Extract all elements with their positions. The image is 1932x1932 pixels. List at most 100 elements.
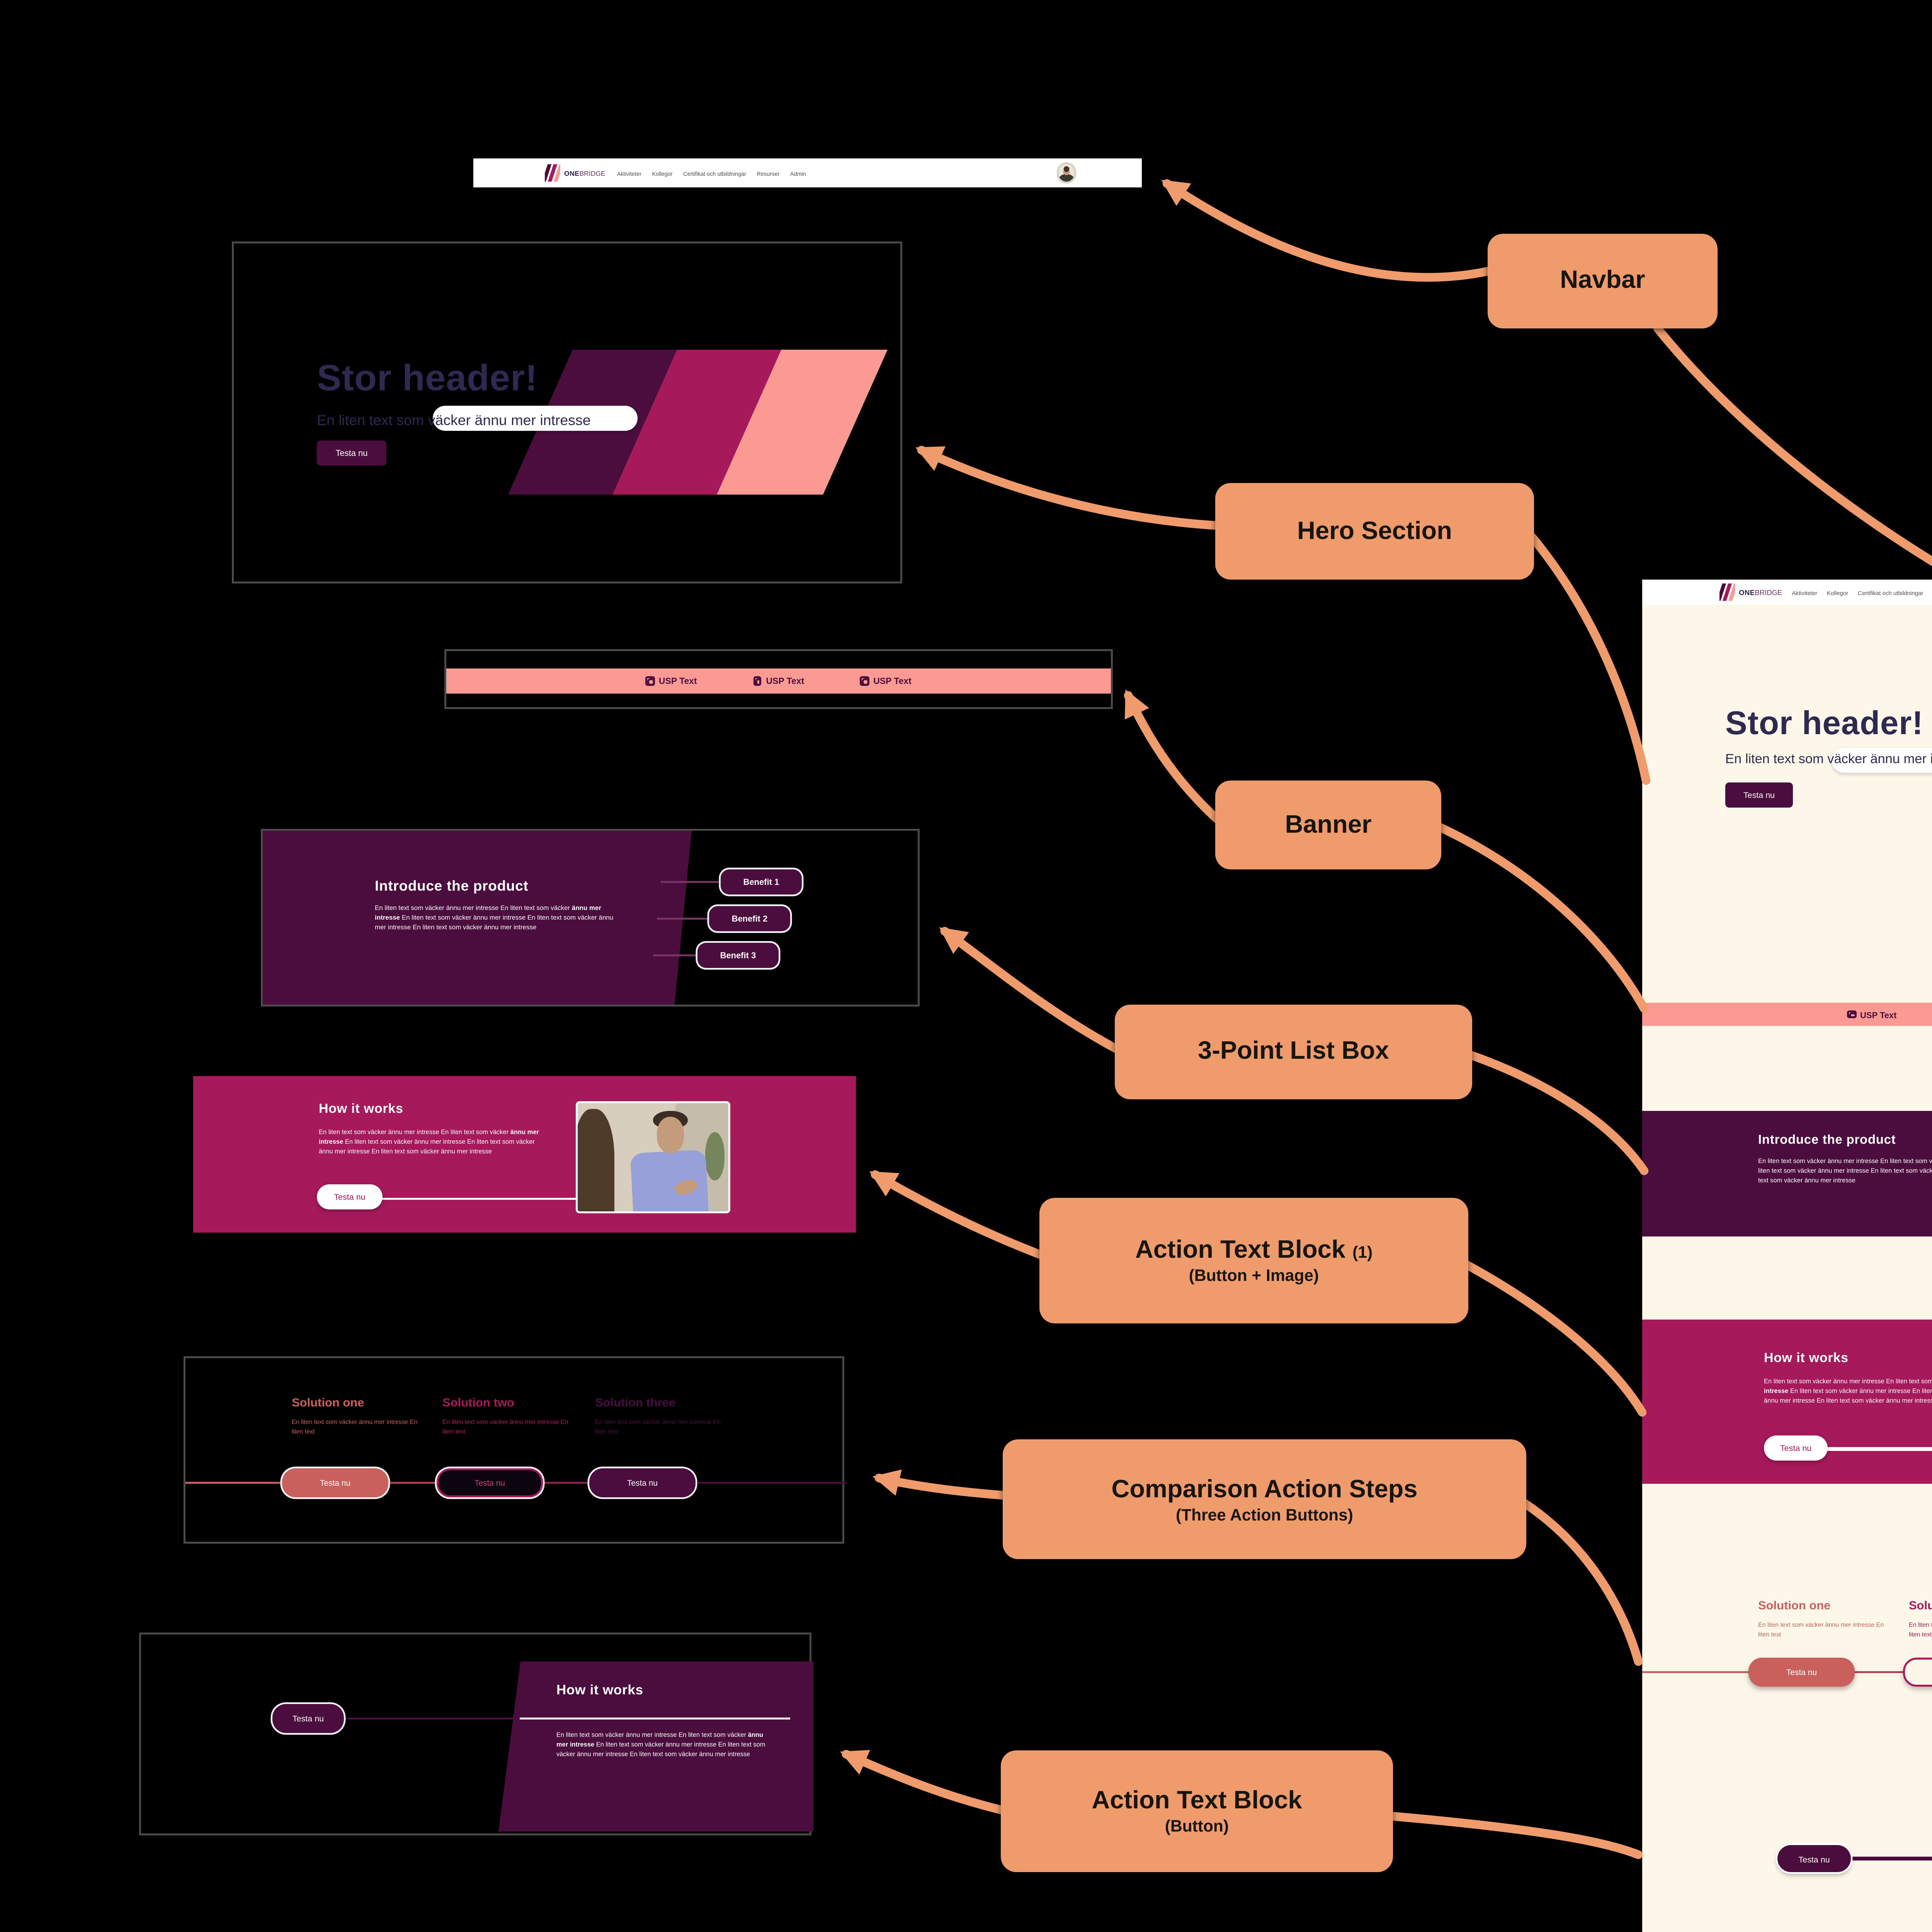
- atb1-cta-button[interactable]: Testa nu: [317, 1184, 383, 1209]
- comparison-preview: Solution one Solution two Solution three…: [184, 1356, 846, 1544]
- page-usp-banner: USP Text USP Text USP Text: [1642, 1003, 1932, 1026]
- usp-item: USP Text: [753, 676, 804, 686]
- solution-two-cta[interactable]: Testa nu: [1903, 1658, 1932, 1687]
- intro-heading: Introduce the product: [1758, 1134, 1896, 1148]
- arrow-comparison-to-preview: [872, 1469, 1009, 1500]
- intro-panel: [1642, 1111, 1932, 1236]
- intro-heading: Introduce the product: [375, 877, 529, 895]
- brand-logo[interactable]: ONEBRIDGE: [1719, 583, 1782, 601]
- callout-list-box: 3-Point List Box: [1115, 1005, 1472, 1099]
- brand-bridge: BRIDGE: [579, 169, 605, 177]
- usp-item: USP Text: [860, 676, 912, 686]
- line-banner-to-page: [1435, 822, 1649, 1013]
- logo-icon: [1719, 583, 1735, 601]
- nav-link-certifikat[interactable]: Certifikat och utbildningar: [1858, 588, 1923, 596]
- nav-link-kollegor[interactable]: Kollegor: [652, 169, 673, 177]
- callout-navbar-label: Navbar: [1560, 265, 1645, 294]
- solution-two-body: En liten text som väcker ännu mer intres…: [1909, 1621, 1932, 1638]
- connector-line: [1642, 1670, 1748, 1674]
- page-hero: Stor header! En liten text som väcker än…: [1642, 605, 1932, 866]
- nav-link-admin[interactable]: Admin: [790, 169, 806, 177]
- hiw-panel: [498, 1662, 813, 1832]
- callout-list-box-label: 3-Point List Box: [1198, 1036, 1389, 1065]
- callout-atb-button-sub: (Button): [1165, 1816, 1229, 1836]
- page-list-box: Introduce the product En liten text som …: [1642, 1111, 1932, 1271]
- line-comparison-to-page: [1520, 1498, 1643, 1666]
- solution-two-cta[interactable]: Testa nu: [437, 1468, 543, 1497]
- solution-one-cta[interactable]: Testa nu: [1748, 1658, 1855, 1687]
- arrow-atb1-to-preview: [869, 1170, 1048, 1260]
- callout-comparison: Comparison Action Steps (Three Action Bu…: [1003, 1439, 1526, 1559]
- atb-button-cta[interactable]: Testa nu: [272, 1704, 344, 1733]
- nav-link-aktiviteter[interactable]: Aktiviteter: [1792, 588, 1818, 596]
- banner-preview: USP Text USP Text USP Text: [444, 649, 1113, 709]
- solution-two-heading: Solution two: [442, 1397, 514, 1410]
- benefit-3-pill[interactable]: Benefit 3: [697, 943, 779, 968]
- atb1-cta-button[interactable]: Testa nu: [1764, 1435, 1828, 1461]
- connector-line: [543, 1481, 589, 1485]
- callout-atb-button: Action Text Block (Button): [1001, 1750, 1393, 1872]
- hero-cta-button[interactable]: Testa nu: [1725, 782, 1793, 807]
- solution-three-body: En liten text som väcker ännu mer intres…: [595, 1418, 721, 1435]
- callout-atb1-sub: (Button + Image): [1189, 1266, 1319, 1286]
- solution-one-cta[interactable]: Testa nu: [282, 1468, 388, 1497]
- subtitle-highlight-pill: [433, 405, 638, 432]
- connector-line: [185, 1481, 282, 1485]
- avatar[interactable]: [1056, 163, 1076, 183]
- callout-hero-section: Hero Section: [1215, 483, 1534, 580]
- connector-line: [1851, 1857, 1932, 1860]
- list-box-preview: Introduce the product En liten text som …: [261, 829, 920, 1007]
- usp-item: USP Text: [1847, 1010, 1896, 1019]
- line-hero-to-page: [1527, 532, 1651, 785]
- usp-target-icon: [1847, 1010, 1856, 1019]
- brand-one: ONE: [564, 169, 580, 177]
- intro-paragraph: En liten text som väcker ännu mer intres…: [375, 904, 614, 932]
- atb-button-preview: Testa nu How it works En liten text som …: [139, 1633, 813, 1835]
- connector-line: [1826, 1447, 1932, 1450]
- callout-comparison-label: Comparison Action Steps: [1111, 1473, 1418, 1502]
- solution-one-body: En liten text som väcker ännu mer intres…: [292, 1418, 418, 1435]
- hero-cta-button[interactable]: Testa nu: [317, 440, 386, 466]
- benefit-2-pill[interactable]: Benefit 2: [709, 906, 790, 931]
- callout-atb-button-label: Action Text Block: [1092, 1785, 1302, 1815]
- brand-one: ONE: [1739, 588, 1755, 596]
- arrow-atbbutton-to-preview: [840, 1750, 1007, 1815]
- solution-three-cta[interactable]: Testa nu: [589, 1468, 696, 1497]
- page-navbar: ONEBRIDGE Aktiviteter Kollegor Certifika…: [1642, 580, 1932, 605]
- full-page-mockup: ONEBRIDGE Aktiviteter Kollegor Certifika…: [1642, 580, 1932, 1932]
- nav-links: Aktiviteter Kollegor Certifikat och utbi…: [1792, 588, 1932, 596]
- usp-banner: USP Text USP Text USP Text: [446, 668, 1111, 694]
- hiw-heading: How it works: [1764, 1352, 1849, 1366]
- arrow-navbar-to-preview: [1161, 179, 1496, 282]
- callout-atb1: Action Text Block (1) (Button + Image): [1039, 1198, 1468, 1323]
- connector-line: [388, 1481, 437, 1485]
- usp-target-icon: [860, 677, 869, 685]
- nav-link-resurser[interactable]: Resurser: [757, 169, 780, 177]
- callout-banner: Banner: [1215, 781, 1441, 869]
- hero-heading: Stor header!: [1725, 705, 1923, 742]
- atb-button-cta[interactable]: Testa nu: [1777, 1845, 1851, 1872]
- brand-bridge: BRIDGE: [1755, 588, 1782, 596]
- callout-hero-label: Hero Section: [1297, 515, 1452, 545]
- hiw-heading: How it works: [556, 1685, 643, 1698]
- nav-link-certifikat[interactable]: Certifikat och utbildningar: [683, 169, 747, 177]
- arrow-hero-to-preview: [915, 446, 1222, 530]
- heading-underline: [520, 1717, 790, 1720]
- hero-heading: Stor header!: [317, 359, 538, 400]
- subtitle-highlight-pill: [1832, 748, 1932, 772]
- connector-line: [379, 1197, 576, 1199]
- line-navbar-to-page: [1653, 324, 1932, 566]
- nav-link-aktiviteter[interactable]: Aktiviteter: [617, 169, 642, 177]
- page-atb1: How it works En liten text som väcker än…: [1642, 1320, 1932, 1484]
- connector-line: [1855, 1670, 1903, 1674]
- hero-subtitle: En liten text som väcker ännu mer intres…: [1725, 748, 1932, 772]
- intro-paragraph: En liten text som väcker ännu mer intres…: [1758, 1157, 1932, 1184]
- line-atb1-to-page: [1460, 1259, 1647, 1417]
- solution-three-heading: Solution three: [595, 1397, 675, 1410]
- benefit-1-pill[interactable]: Benefit 1: [721, 869, 802, 895]
- connector-line: [342, 1717, 520, 1720]
- brand-logo[interactable]: ONEBRIDGE: [545, 164, 605, 182]
- usp-target-icon: [753, 677, 762, 685]
- arrow-listbox-to-preview: [939, 927, 1121, 1054]
- nav-link-kollegor[interactable]: Kollegor: [1827, 588, 1849, 596]
